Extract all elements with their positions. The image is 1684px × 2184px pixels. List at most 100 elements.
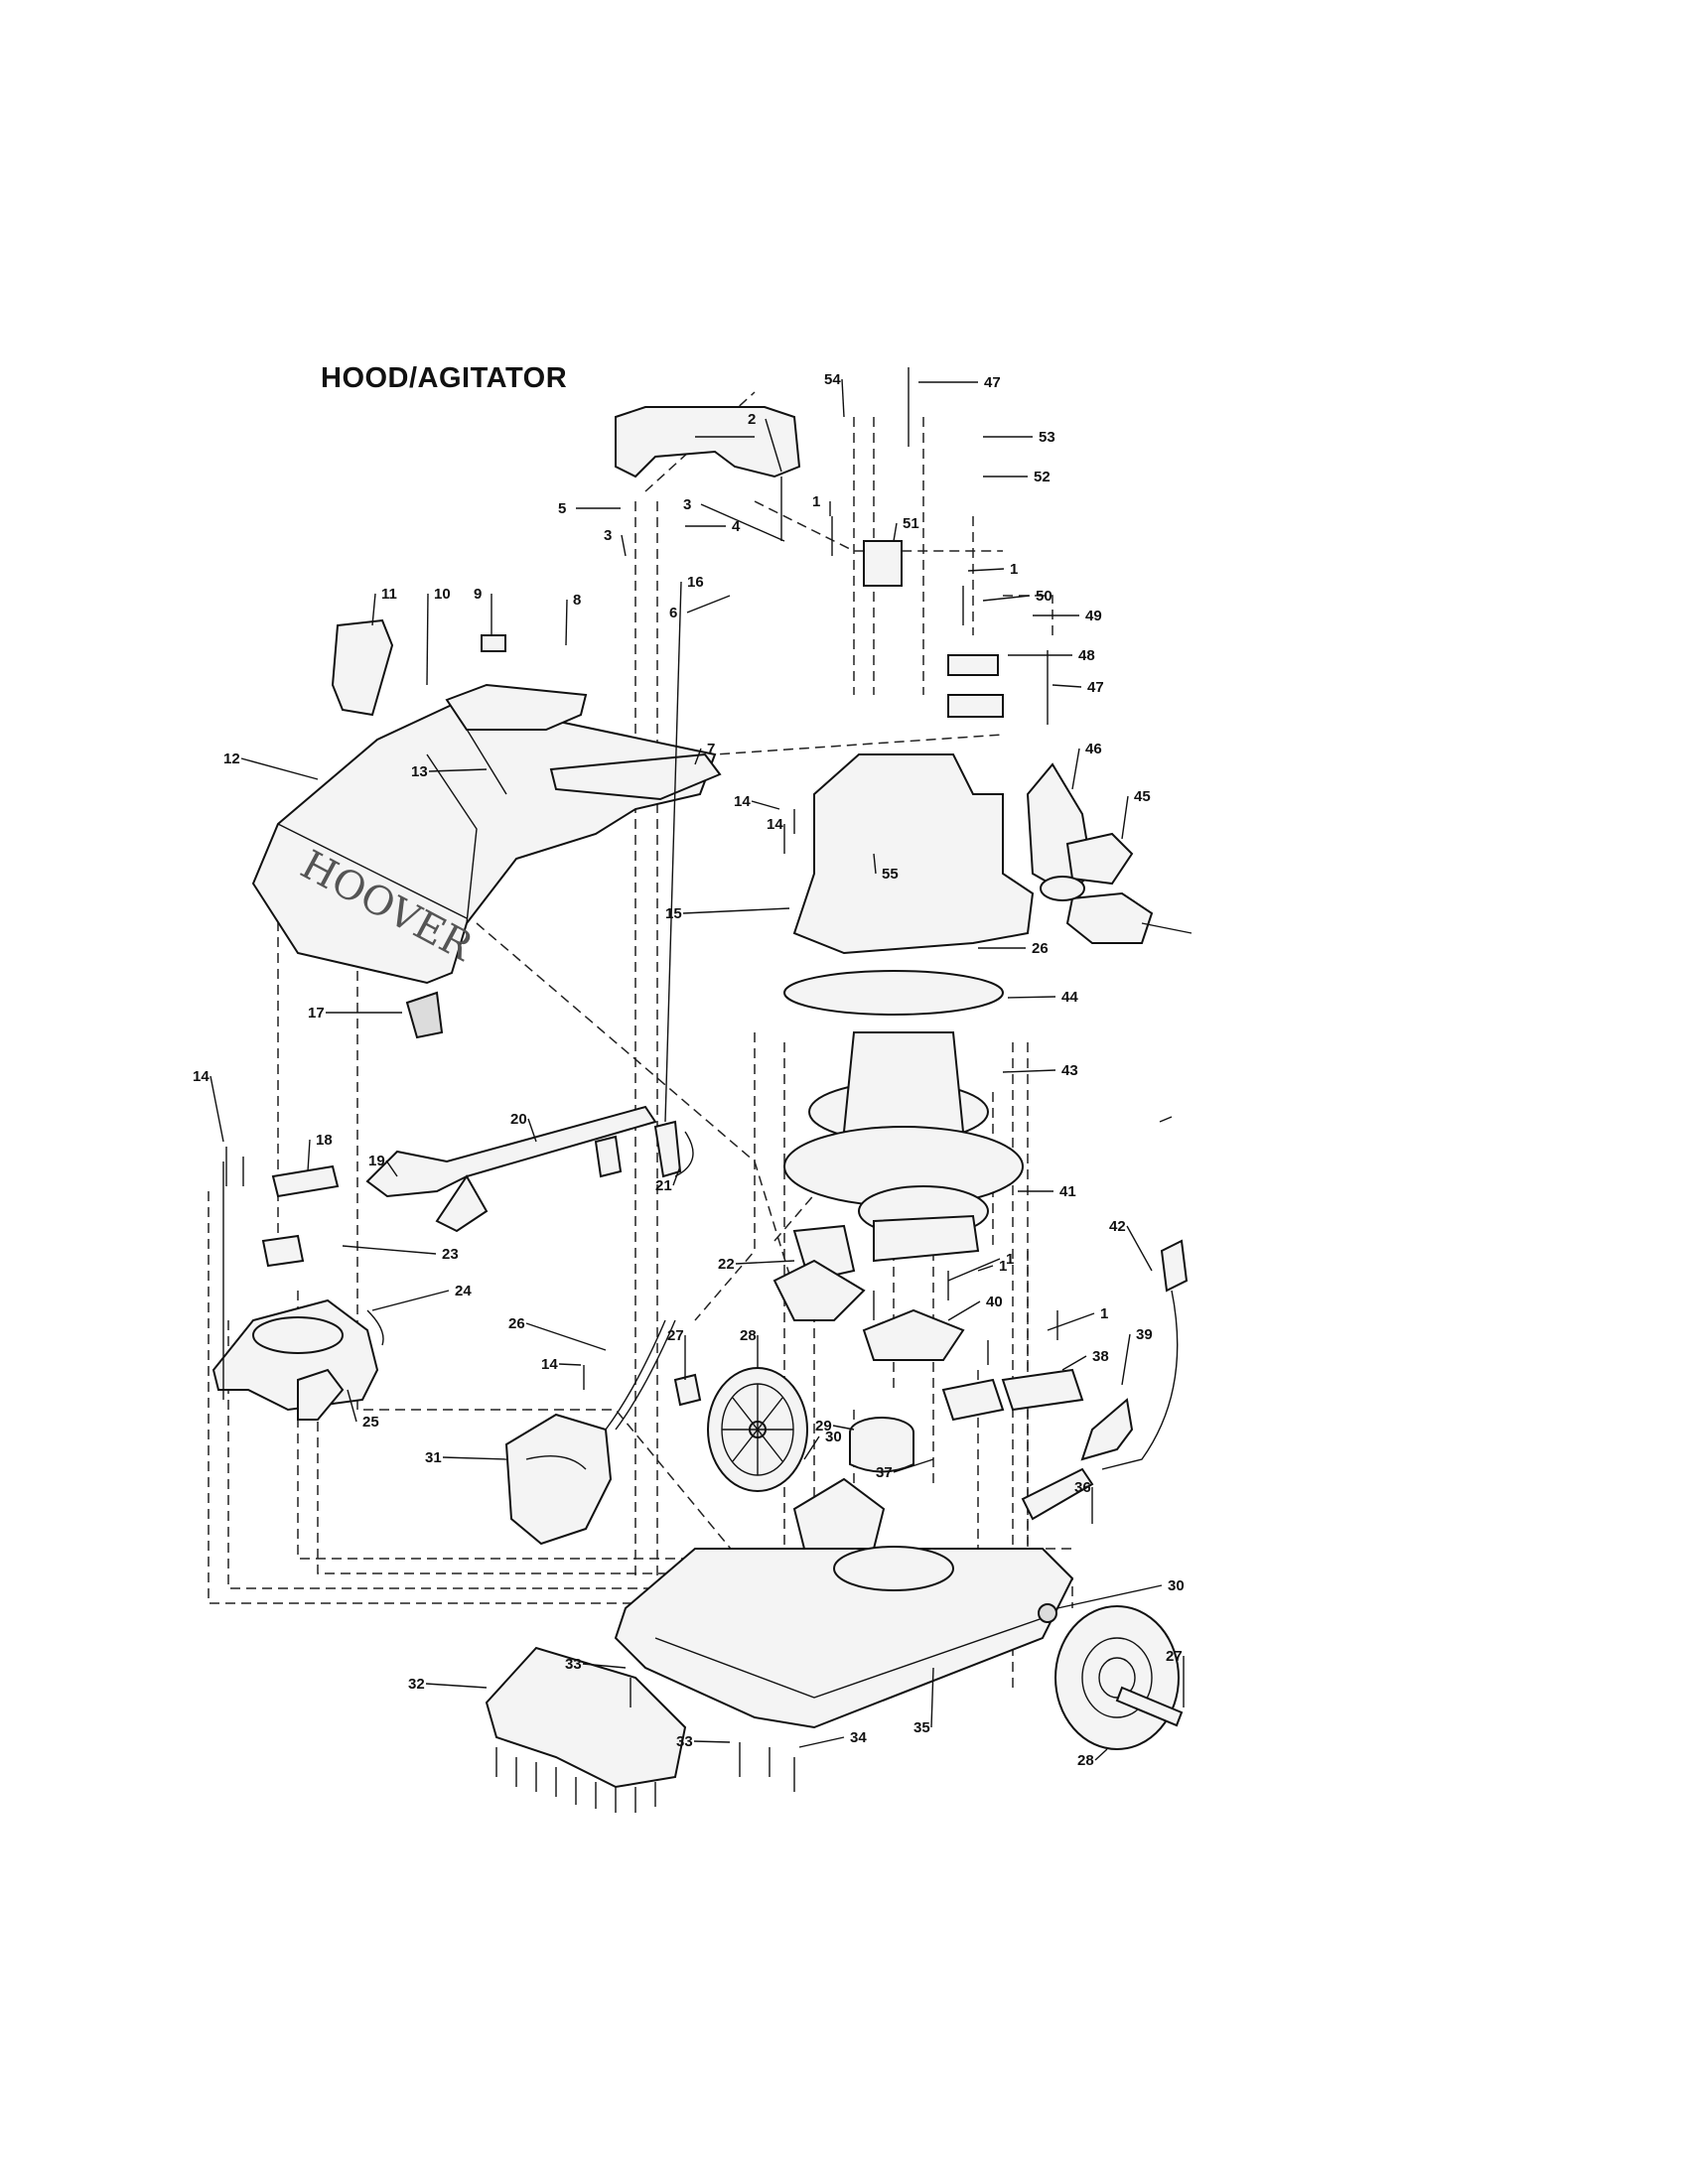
callout-number-11: 11: [381, 586, 397, 603]
callout-leader-23: [342, 1245, 437, 1255]
callout-number-41: 41: [1059, 1183, 1076, 1200]
callout-leader-46: [1071, 748, 1080, 790]
callout-leader-39: [1121, 1333, 1131, 1386]
callout-number-12: 12: [223, 751, 240, 767]
callout-number-44: 44: [1061, 989, 1078, 1006]
callout-number-13: 13: [411, 763, 428, 780]
callout-number-10: 10: [434, 586, 451, 603]
callout-number-5: 5: [558, 500, 566, 517]
callout-number-47: 47: [1087, 679, 1104, 696]
callout-leader-26: [525, 1322, 607, 1351]
callout-number-1: 1: [1006, 1251, 1014, 1268]
callout-number-6: 6: [669, 605, 677, 621]
callout-number-14: 14: [767, 816, 783, 833]
callout-number-8: 8: [573, 592, 581, 609]
diagram-title: HOOD/AGITATOR: [321, 362, 568, 394]
callout-leader-15: [682, 907, 790, 914]
part-hood-cover: [445, 406, 801, 801]
callout-number-3: 3: [604, 527, 612, 544]
callout-leader-8: [565, 599, 568, 646]
callout-number-14: 14: [193, 1068, 210, 1085]
callout-leader-16: [664, 581, 682, 1123]
part-base: [614, 1477, 1074, 1729]
callout-number-35: 35: [913, 1719, 930, 1736]
callout-leader-50: [982, 595, 1031, 602]
callout-number-49: 49: [1085, 608, 1102, 624]
callout-leader-1: [1047, 1312, 1095, 1331]
callout-number-1: 1: [1100, 1305, 1108, 1322]
callout-number-55: 55: [882, 866, 899, 883]
callout-leader-20: [527, 1118, 537, 1143]
callout-leader-33: [582, 1663, 627, 1669]
callout-number-29: 29: [815, 1418, 832, 1434]
callout-leader-32: [425, 1683, 488, 1689]
callout-leader-40: [947, 1300, 981, 1321]
callout-number-50: 50: [1036, 588, 1052, 605]
callout-leader-6: [686, 595, 731, 614]
callout-number-7: 7: [707, 741, 715, 757]
callout-number-30: 30: [825, 1429, 842, 1445]
callout-leader-2: [765, 418, 782, 473]
callout-leader-25: [347, 1389, 357, 1423]
callout-number-27: 27: [667, 1327, 684, 1344]
callout-number-16: 16: [687, 574, 704, 591]
callout-number-4: 4: [732, 518, 741, 535]
callout-number-31: 31: [425, 1449, 442, 1466]
callout-number-3: 3: [683, 496, 691, 513]
callout-leader-19: [385, 1160, 398, 1177]
callout-number-48: 48: [1078, 647, 1095, 664]
part-hood: HOOVER: [251, 703, 717, 985]
callout-leader-7: [694, 748, 702, 765]
callout-leader-51: [893, 522, 898, 542]
callout-number-14: 14: [734, 793, 751, 810]
callout-leader-33: [693, 1740, 731, 1743]
callout-number-28: 28: [1077, 1752, 1094, 1769]
callout-leader-3: [621, 534, 627, 557]
callout-number-52: 52: [1034, 469, 1051, 485]
callout-leader-42: [1126, 1225, 1153, 1272]
callout-leader-38: [1061, 1355, 1087, 1371]
callout-leader-30: [1056, 1584, 1163, 1609]
callout-number-53: 53: [1039, 429, 1055, 446]
callout-leader-14: [558, 1363, 582, 1366]
callout-leader-18: [307, 1139, 311, 1172]
part-cup: [849, 1417, 914, 1473]
callout-leader-35: [930, 1667, 934, 1728]
callout-number-24: 24: [455, 1283, 472, 1299]
callout-number-40: 40: [986, 1294, 1003, 1310]
callout-number-51: 51: [903, 515, 919, 532]
callout-number-23: 23: [442, 1246, 459, 1263]
callout-number-45: 45: [1134, 788, 1151, 805]
callout-number-27: 27: [1166, 1648, 1183, 1665]
callout-leader-21: [672, 1165, 681, 1186]
callout-number-17: 17: [308, 1005, 325, 1022]
callout-number-30: 30: [1168, 1577, 1185, 1594]
callout-number-34: 34: [850, 1729, 867, 1746]
callout-number-25: 25: [362, 1414, 379, 1431]
callout-number-26: 26: [508, 1315, 525, 1332]
callout-number-9: 9: [474, 586, 482, 603]
callout-number-20: 20: [510, 1111, 527, 1128]
callout-number-33: 33: [565, 1656, 582, 1673]
callout-leader-28: [1094, 1748, 1108, 1761]
callout-leader-11: [371, 593, 376, 626]
callout-leader-22: [735, 1260, 795, 1265]
callout-leader-34: [798, 1736, 845, 1748]
callout-number-43: 43: [1061, 1062, 1078, 1079]
callout-labels: 1111123345678910111213141414141516171819…: [193, 371, 1185, 1769]
callout-number-22: 22: [718, 1256, 735, 1273]
callout-number-21: 21: [655, 1177, 672, 1194]
callout-leader-14: [210, 1075, 224, 1143]
callout-number-19: 19: [368, 1153, 385, 1169]
callout-leader-24: [371, 1290, 450, 1311]
callout-number-26: 26: [1032, 940, 1049, 957]
part-wheel-left: [673, 1367, 808, 1492]
callout-leader-37: [893, 1458, 934, 1473]
callout-number-1: 1: [812, 493, 820, 510]
callout-leader-47: [1052, 684, 1082, 688]
part-switch-cord: [1021, 876, 1193, 1521]
callout-leader-55: [873, 853, 877, 875]
part-fasteners: [225, 367, 1173, 1792]
callout-leader-1: [967, 568, 1005, 572]
